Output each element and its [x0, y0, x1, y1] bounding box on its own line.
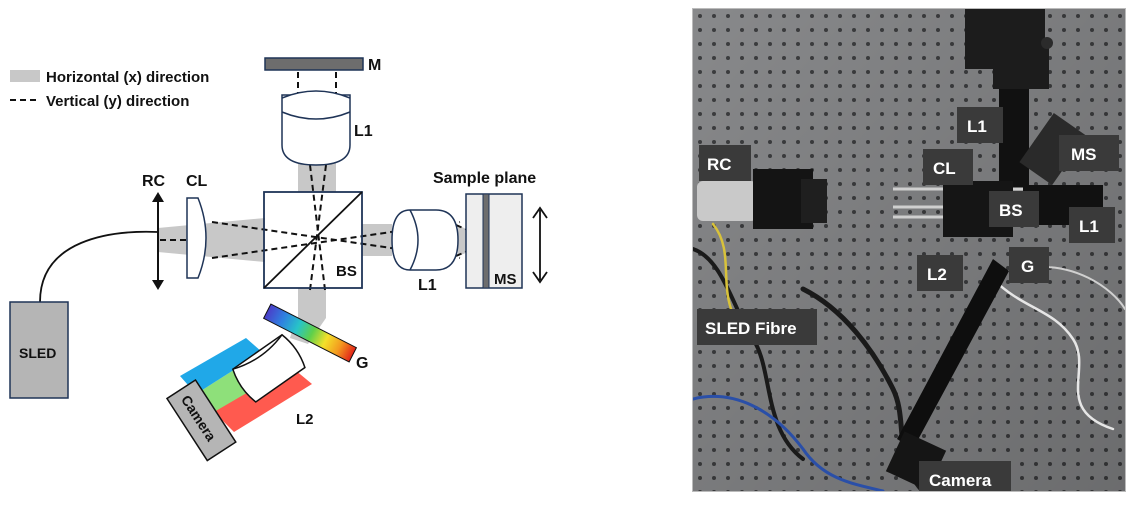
setup-photo: RC L1 MS CL BS L1: [692, 8, 1126, 492]
lens-l1-top: [281, 90, 351, 166]
mirror-label: M: [368, 57, 381, 74]
lens-tube-top: [999, 89, 1029, 189]
svg-text:Camera: Camera: [929, 471, 992, 490]
photo-label-g: G: [1009, 247, 1049, 283]
photo-label-bs: BS: [989, 191, 1039, 227]
spectrum-blue: [180, 338, 262, 394]
svg-text:G: G: [1021, 257, 1034, 276]
photo-label-cl: CL: [923, 149, 973, 185]
cylindrical-lens: [186, 197, 207, 279]
svg-text:BS: BS: [999, 201, 1023, 220]
photo-label-l1-right: L1: [1069, 207, 1115, 243]
horizontal-beams: [158, 98, 484, 344]
setup-photo-illustration: RC L1 MS CL BS L1: [693, 9, 1125, 491]
beam-bs-to-l1-right: [362, 224, 392, 256]
svg-text:CL: CL: [933, 159, 956, 178]
legend-horizontal-swatch: [10, 70, 40, 82]
lens-l1-right: [391, 209, 459, 271]
beam-bs-to-grating: [298, 288, 326, 318]
lens-l1-right-label: L1: [418, 277, 437, 294]
beam-splitter-label: BS: [336, 263, 357, 280]
lens-l2-label: L2: [296, 411, 314, 428]
cylindrical-lens-label: CL: [186, 173, 208, 190]
svg-text:L1: L1: [1079, 217, 1099, 236]
svg-text:MS: MS: [1071, 145, 1097, 164]
sled-box: [9, 301, 69, 399]
sled-fibre: [39, 230, 159, 303]
photo-label-camera: Camera: [919, 461, 1011, 491]
photo-label-l2: L2: [917, 255, 963, 291]
photo-label-rc: RC: [699, 145, 751, 181]
grating-label: G: [356, 355, 368, 372]
beam-to-rc: [158, 218, 265, 262]
legend-horizontal-label: Horizontal (x) direction: [46, 69, 209, 86]
svg-text:SLED Fibre: SLED Fibre: [705, 319, 797, 338]
motorized-stage: [465, 193, 523, 289]
sample-plane-label: Sample plane: [433, 170, 536, 187]
legend-vertical-label: Vertical (y) direction: [46, 93, 189, 110]
mirror: [264, 57, 364, 71]
reference-component: [152, 192, 164, 290]
lens-l1-top-label: L1: [354, 123, 373, 140]
lens-l2: [231, 333, 306, 403]
photo-label-sled-fibre: SLED Fibre: [697, 309, 817, 345]
mirror-mount: [965, 9, 1053, 89]
optical-schematic: Horizontal (x) direction Vertical (y) di…: [9, 57, 548, 462]
motorized-stage-label: MS: [494, 271, 517, 288]
beam-splitter: [263, 191, 363, 289]
l2-tube: [897, 259, 1009, 449]
ms-mount: [1019, 112, 1087, 186]
svg-text:L2: L2: [927, 265, 947, 284]
sled-label: SLED: [19, 345, 56, 361]
photo-label-l1-top: L1: [957, 107, 1003, 143]
svg-text:L1: L1: [967, 117, 987, 136]
reference-component-label: RC: [142, 173, 166, 190]
svg-text:RC: RC: [707, 155, 732, 174]
stage-arrow: [532, 206, 548, 284]
grating: [262, 303, 358, 363]
rc-assembly: [697, 169, 827, 229]
photo-label-ms: MS: [1059, 135, 1119, 171]
